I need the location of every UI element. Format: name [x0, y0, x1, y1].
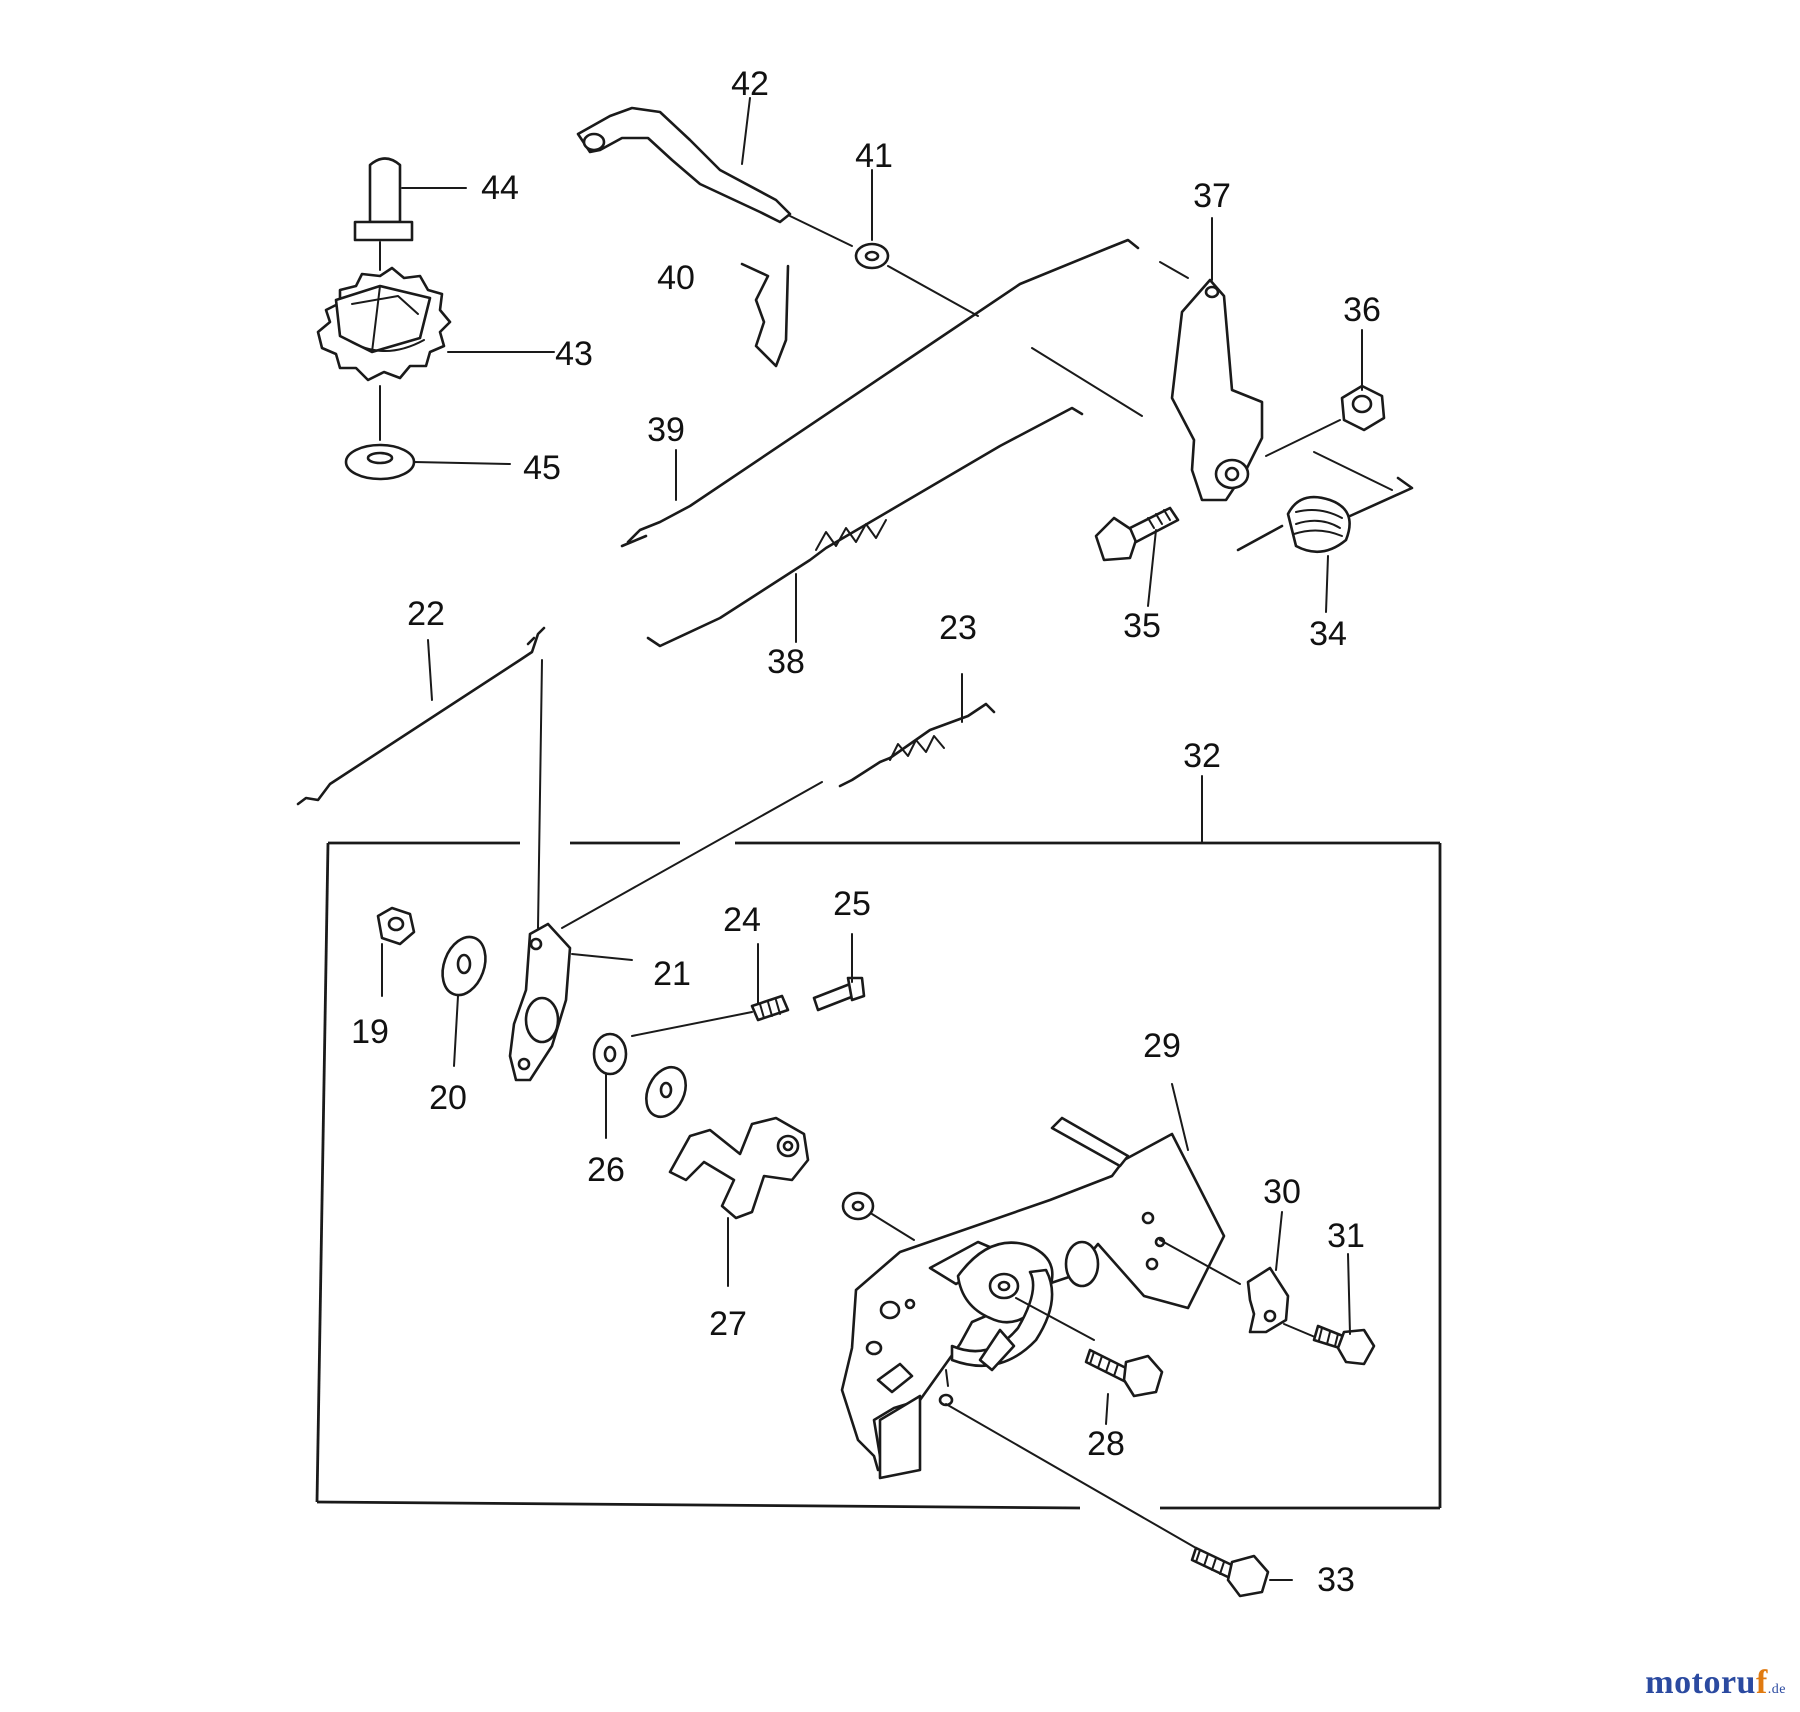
callout-19: 19 — [351, 1013, 389, 1051]
part-35-bolt — [1094, 506, 1180, 562]
callout-24: 24 — [723, 901, 761, 939]
callout-44: 44 — [481, 169, 519, 207]
part-33-bolt — [945, 1403, 1270, 1598]
part-34-spring — [1236, 451, 1414, 554]
part-22-link-rod — [296, 626, 546, 929]
part-40-clip — [740, 262, 790, 368]
callout-27: 27 — [709, 1305, 747, 1343]
callout-42: 42 — [731, 65, 769, 103]
callout-26: 26 — [587, 1151, 625, 1189]
part-20-washer — [441, 935, 487, 997]
callout-36: 36 — [1343, 291, 1381, 329]
part-37-governor-arm — [1031, 278, 1264, 502]
part-24-spring — [631, 994, 790, 1037]
callout-38: 38 — [767, 643, 805, 681]
part-30-clamp — [1246, 1266, 1323, 1341]
callout-32: 32 — [1183, 737, 1221, 775]
part-44-governor-cap — [353, 157, 414, 242]
callout-41: 41 — [855, 137, 893, 175]
part-38-spring-rod — [646, 406, 1084, 648]
part-36-nut — [1265, 384, 1386, 457]
callout-45: 45 — [523, 449, 561, 487]
part-21-lever — [508, 922, 633, 1082]
leader-lines — [381, 97, 1363, 1581]
callout-37: 37 — [1193, 177, 1231, 215]
part-31-bolt — [1312, 1324, 1376, 1366]
assembly-frame — [315, 841, 1442, 1510]
callout-39: 39 — [647, 411, 685, 449]
part-washer-spare — [645, 1065, 687, 1119]
callout-23: 23 — [939, 609, 977, 647]
callout-25: 25 — [833, 885, 871, 923]
callout-29: 29 — [1143, 1027, 1181, 1065]
callout-40: 40 — [657, 259, 695, 297]
part-23-spring — [561, 702, 996, 929]
part-41-washer — [854, 242, 979, 317]
callout-34: 34 — [1309, 615, 1347, 653]
callout-labels: 42 41 44 37 40 36 43 39 45 35 34 38 22 2… — [351, 65, 1381, 1599]
part-39-governor-rod — [620, 238, 1189, 548]
callout-20: 20 — [429, 1079, 467, 1117]
part-19-nut — [376, 906, 416, 946]
callout-33: 33 — [1317, 1561, 1355, 1599]
part-42-governor-shaft — [576, 106, 853, 247]
part-27-bracket — [668, 1116, 810, 1220]
callout-35: 35 — [1123, 607, 1161, 645]
part-45-washer — [344, 443, 416, 481]
callout-22: 22 — [407, 595, 445, 633]
brand-logo: motoruf.de — [1645, 1664, 1786, 1701]
part-25-screw — [812, 976, 866, 1012]
part-28-bolt — [1084, 1348, 1164, 1398]
part-29-control-plate — [840, 1116, 1241, 1480]
callout-43: 43 — [555, 335, 593, 373]
callout-31: 31 — [1327, 1217, 1365, 1255]
callout-21: 21 — [653, 955, 691, 993]
callout-30: 30 — [1263, 1173, 1301, 1211]
callout-28: 28 — [1087, 1425, 1125, 1463]
part-26-washer — [592, 1032, 628, 1076]
part-43-governor-gear — [316, 266, 452, 382]
